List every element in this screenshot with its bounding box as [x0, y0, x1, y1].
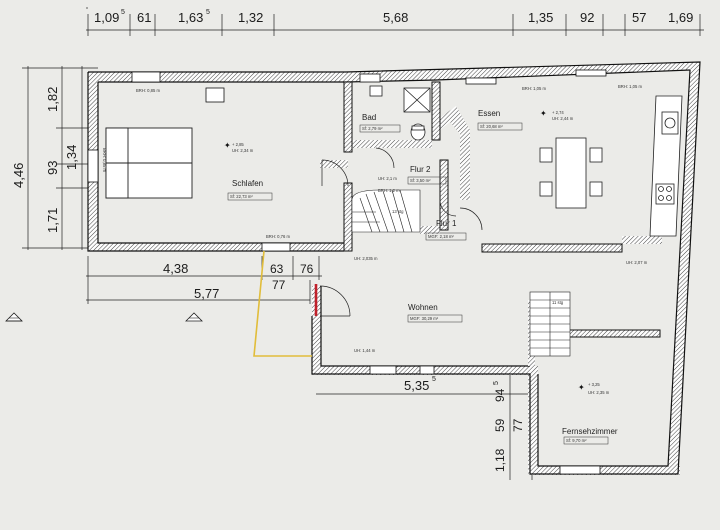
dining-table	[539, 137, 603, 209]
room-name-wohnen: Wohnen	[408, 303, 438, 312]
top-dim-1-35: 1,35	[528, 10, 553, 25]
lower-dim-5-35: 5,35	[404, 378, 429, 393]
lower-dim-77: 77	[272, 278, 286, 292]
left-dim-1-71: 1,71	[45, 208, 60, 233]
lower-dim-5-77: 5,77	[194, 286, 219, 301]
doors	[319, 147, 483, 317]
kitchen-counter	[649, 95, 683, 237]
top-dim-5-68: 5,68	[383, 10, 408, 25]
brh-flur2: BRH: 1,2 m	[378, 188, 400, 193]
room-name-flur1: Flur 1	[436, 219, 457, 228]
top-dim-sup-5b: 5	[206, 9, 210, 16]
top-dim-1-09: 1,09	[94, 10, 119, 25]
staircase-wohnen	[529, 291, 571, 357]
room-uh-schlafen: UH: 2,34 m	[232, 148, 254, 153]
room-uh-essen: UH: 2,44 m	[552, 116, 574, 121]
double-bed	[105, 127, 193, 199]
top-dim-1-69: 1,69	[668, 10, 693, 25]
room-name-schlafen: Schlafen	[232, 179, 263, 188]
right-dim-77: 77	[511, 418, 525, 432]
right-dim-1-18: 1,18	[493, 448, 507, 472]
terrace-outline-yellow	[253, 250, 312, 357]
right-dim-94: 94	[493, 388, 507, 402]
brh-essen: BRH: 1,05 m	[522, 86, 546, 91]
bathroom-fixtures	[369, 85, 431, 141]
room-name-fernsehzimmer: Fernsehzimmer	[562, 427, 618, 436]
room-area-bad: Sf: 2,79 m²	[362, 126, 383, 131]
brh-schlafen-left: BRH: 0,85 m	[102, 148, 107, 172]
top-dim-92: 92	[580, 10, 594, 25]
left-dim-93: 93	[45, 161, 60, 175]
lower-dimension-chain	[86, 256, 533, 480]
brh-essen-right: BRH: 1,05 m	[618, 84, 642, 89]
room-area-wohnen: MGF: 30,29 m²	[410, 316, 439, 321]
svg-text:✦: ✦	[578, 383, 585, 392]
windows	[87, 69, 607, 475]
room-uh-wohnen: UH: 1,44 m	[354, 348, 376, 353]
top-dim-1-32: 1,32	[238, 10, 263, 25]
room-height-fernsehzimmer: + 3,25	[588, 382, 600, 387]
room-uh-flur2: UH: 2,1 m	[378, 176, 397, 181]
lower-dim-76: 76	[300, 262, 314, 276]
room-area-flur2: Sf: 3,50 m²	[410, 178, 431, 183]
brh-schlafen-bottom: BRH: 0,76 m	[266, 234, 290, 239]
top-dimension-chain	[86, 7, 704, 36]
room-name-bad: Bad	[362, 113, 376, 122]
stair-count-flur: 13 stg	[392, 209, 404, 214]
right-dim-59: 59	[493, 418, 507, 432]
top-dim-sup-5: 5	[121, 9, 125, 16]
lower-dim-63: 63	[270, 262, 284, 276]
room-uh-flur1: UH: 2,035 m	[354, 256, 378, 261]
top-dim-1-63: 1,63	[178, 10, 203, 25]
lower-dim-4-38: 4,38	[163, 261, 188, 276]
room-area-schlafen: Sf: 22,73 m²	[230, 194, 253, 199]
stair-count-wohnen: 11 stg	[552, 300, 564, 305]
level-marker-left	[5, 312, 23, 322]
room-height-essen: + 2,74	[552, 110, 564, 115]
interior-wall-outlines	[343, 81, 661, 338]
room-uh-fernsehzimmer: UH: 2,35 m	[588, 390, 610, 395]
room-area-flur1: MGF: 2,18 m²	[428, 234, 454, 239]
brh-schlafen-top: BRH: 0,85 m	[136, 88, 160, 93]
right-dim-sup-5: 5	[493, 381, 500, 385]
top-dim-57: 57	[632, 10, 646, 25]
left-dim-1-34: 1,34	[64, 145, 79, 170]
left-dim-4-46: 4,46	[11, 163, 26, 188]
lower-dim-sup-5: 5	[432, 376, 436, 383]
left-dimension-chain	[22, 66, 98, 250]
room-area-essen: Sf: 20,68 m²	[480, 124, 503, 129]
room-area-fernsehzimmer: Sf: 9,70 m²	[566, 438, 587, 443]
room-name-flur2: Flur 2	[410, 165, 431, 174]
staircase-flur	[351, 189, 421, 233]
svg-text:✦: ✦	[540, 109, 547, 118]
svg-text:✦: ✦	[224, 141, 231, 150]
level-markers: ✦ ✦ ✦	[224, 109, 585, 392]
room-uh-wohnen-right: UH: 2,07 m	[626, 260, 648, 265]
room-name-essen: Essen	[478, 109, 500, 118]
area-label-frames	[227, 122, 609, 445]
level-marker-mid	[185, 312, 203, 322]
top-dim-61: 61	[137, 10, 151, 25]
room-height-schlafen: + 2,85	[232, 142, 244, 147]
left-dim-1-82: 1,82	[45, 87, 60, 112]
